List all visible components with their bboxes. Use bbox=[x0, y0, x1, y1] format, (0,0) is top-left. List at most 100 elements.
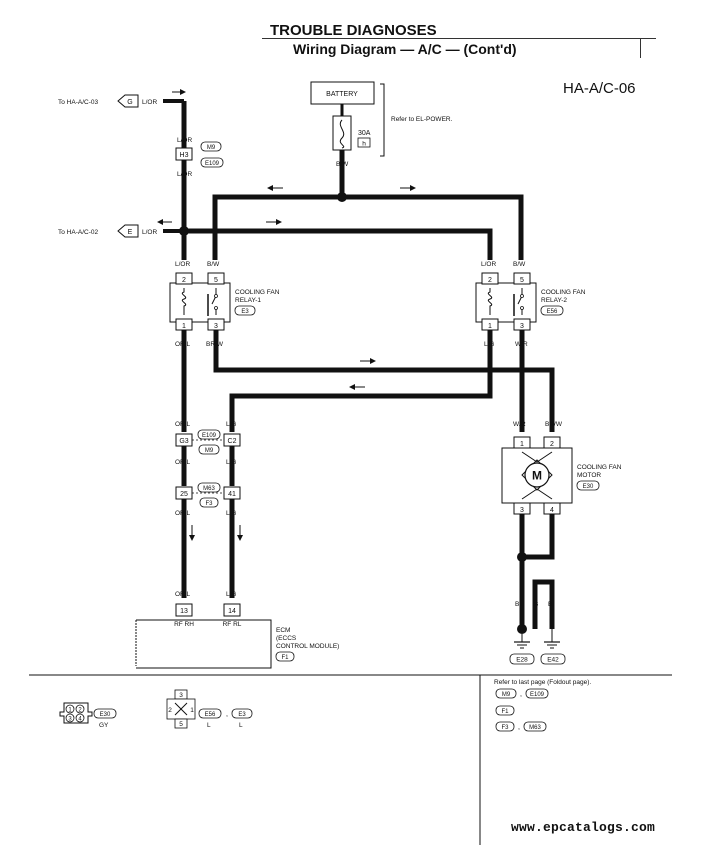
cooling-fan-motor: 1 2 3 4 M bbox=[501, 436, 573, 515]
svg-text:E28: E28 bbox=[516, 657, 528, 664]
svg-text:C2: C2 bbox=[228, 438, 237, 445]
relay1-conn-badge bbox=[234, 305, 256, 316]
svg-text:4: 4 bbox=[550, 507, 554, 514]
svg-text:M9: M9 bbox=[207, 145, 216, 151]
offpage-g: To HA-A/C-03 G L/OR bbox=[58, 94, 157, 108]
ground-wire-b2 bbox=[522, 514, 555, 560]
ecm-conn-badge bbox=[275, 651, 295, 662]
svg-text:3: 3 bbox=[179, 692, 183, 699]
svg-text:,: , bbox=[520, 691, 522, 698]
lg-wire bbox=[229, 330, 493, 432]
offpage-g-letter: G bbox=[127, 99, 132, 106]
svg-text:,: , bbox=[518, 724, 520, 731]
wire-b-1: B bbox=[515, 601, 519, 608]
svg-text:E109: E109 bbox=[530, 692, 545, 698]
connector-face-relay: 3 2 1 5 E56 , E3 L L bbox=[166, 689, 253, 729]
svg-text:3: 3 bbox=[520, 323, 524, 330]
svg-text:E3: E3 bbox=[238, 712, 246, 718]
splice-ground bbox=[517, 552, 527, 562]
svg-text:13: 13 bbox=[180, 608, 188, 615]
wire-orl-mid: OR/L bbox=[175, 459, 191, 466]
svg-text:L: L bbox=[207, 722, 211, 729]
relay2-wire-bw: B/W bbox=[513, 261, 526, 268]
motor-symbol: M bbox=[532, 469, 542, 483]
offpage-g-label: To HA-A/C-03 bbox=[58, 99, 98, 106]
offpage-e: To HA-A/C-02 E L/OR bbox=[58, 224, 157, 238]
ecm-wire-orl: OR/L bbox=[175, 591, 191, 598]
svg-text:1: 1 bbox=[190, 707, 194, 714]
svg-text:E42: E42 bbox=[547, 657, 559, 664]
svg-text:1: 1 bbox=[488, 323, 492, 330]
power-bracket bbox=[380, 83, 385, 157]
page-title: TROUBLE DIAGNOSES bbox=[270, 22, 437, 39]
refer-foldout: Refer to last page (Foldout page). M9 , … bbox=[494, 679, 591, 732]
motor-wire-brw: BR/W bbox=[545, 421, 563, 428]
ecm-conn: F1 bbox=[281, 655, 289, 661]
motor-conn-badge bbox=[576, 480, 600, 491]
connector-h3: H3 M9 E109 bbox=[175, 141, 224, 168]
ecm-term-rfrh: RF RH bbox=[174, 621, 194, 628]
svg-text:M63: M63 bbox=[203, 486, 215, 492]
svg-text:25: 25 bbox=[180, 491, 188, 498]
svg-text:5: 5 bbox=[179, 721, 183, 728]
ground-symbol-e28: E28 bbox=[509, 634, 535, 665]
svg-text:1: 1 bbox=[68, 708, 72, 714]
svg-text:5: 5 bbox=[520, 277, 524, 284]
svg-text:F1: F1 bbox=[501, 709, 509, 715]
svg-text:M9: M9 bbox=[205, 448, 214, 454]
svg-text:2: 2 bbox=[168, 707, 172, 714]
relay2-name-2: RELAY-2 bbox=[541, 297, 567, 304]
brw-wire bbox=[213, 330, 555, 432]
svg-text:E56: E56 bbox=[205, 712, 216, 718]
cooling-fan-relay-2: 2 5 1 3 bbox=[475, 272, 537, 331]
svg-text:2: 2 bbox=[550, 441, 554, 448]
svg-text:2: 2 bbox=[488, 277, 492, 284]
svg-text:E30: E30 bbox=[100, 712, 111, 718]
svg-text:GY: GY bbox=[99, 722, 109, 729]
svg-text:14: 14 bbox=[228, 608, 236, 615]
svg-text:4: 4 bbox=[78, 717, 82, 723]
svg-text:H3: H3 bbox=[180, 152, 189, 159]
motor-name-1: COOLING FAN bbox=[577, 464, 622, 471]
relay2-wire-lor: L/OR bbox=[481, 261, 496, 268]
header-rule-tick bbox=[640, 38, 641, 58]
offpage-e-letter: E bbox=[128, 229, 133, 236]
page-subtitle: Wiring Diagram — A/C — (Cont'd) bbox=[293, 41, 517, 57]
fuse-code: h bbox=[362, 141, 366, 148]
ecm-term-rfrl: RF RL bbox=[223, 621, 242, 628]
ground-symbol-e42: E42 bbox=[540, 629, 566, 665]
svg-text:M63: M63 bbox=[529, 725, 541, 731]
ecm-name-3: CONTROL MODULE) bbox=[276, 643, 339, 650]
relay1-name-1: COOLING FAN bbox=[235, 289, 280, 296]
diagram-code: HA-A/C-06 bbox=[563, 80, 636, 97]
svg-text:2: 2 bbox=[182, 277, 186, 284]
wire-lg-upper: L/G bbox=[226, 421, 236, 428]
relay1-wire-bw: B/W bbox=[207, 261, 220, 268]
svg-text:5: 5 bbox=[214, 277, 218, 284]
svg-text:G3: G3 bbox=[179, 438, 188, 445]
wire-orl-upper: OR/L bbox=[175, 421, 191, 428]
relay2-conn: E56 bbox=[547, 309, 558, 315]
fuse-amp: 30A bbox=[358, 130, 371, 137]
ecm-name-1: ECM bbox=[276, 627, 290, 634]
motor-conn: E30 bbox=[583, 484, 594, 490]
ground-wire-b3 bbox=[532, 579, 555, 629]
refer-el-power: Refer to EL-POWER. bbox=[391, 116, 453, 123]
ecm-wire-lg: L/G bbox=[226, 591, 236, 598]
ecm-block: 13 14 RF RH RF RL bbox=[135, 603, 272, 669]
wire-lor-label-2: L/OR bbox=[177, 171, 192, 178]
svg-text:L: L bbox=[239, 722, 243, 729]
svg-text:1: 1 bbox=[182, 323, 186, 330]
battery-label: BATTERY bbox=[326, 91, 358, 98]
motor-name-2: MOTOR bbox=[577, 472, 601, 479]
svg-text:2: 2 bbox=[78, 708, 82, 714]
svg-text:Refer to last page (Foldout pa: Refer to last page (Foldout page). bbox=[494, 679, 591, 686]
svg-text:E109: E109 bbox=[205, 161, 220, 167]
ecm-name-2: (ECCS bbox=[276, 635, 297, 642]
svg-text:,: , bbox=[226, 711, 228, 718]
relay2-conn-badge bbox=[540, 305, 564, 316]
fuse-wire-label: B/W bbox=[336, 161, 349, 168]
wire-lor-label: L/OR bbox=[177, 137, 192, 144]
offpage-e-label: To HA-A/C-02 bbox=[58, 229, 98, 236]
wire-b-2: B bbox=[534, 601, 538, 608]
